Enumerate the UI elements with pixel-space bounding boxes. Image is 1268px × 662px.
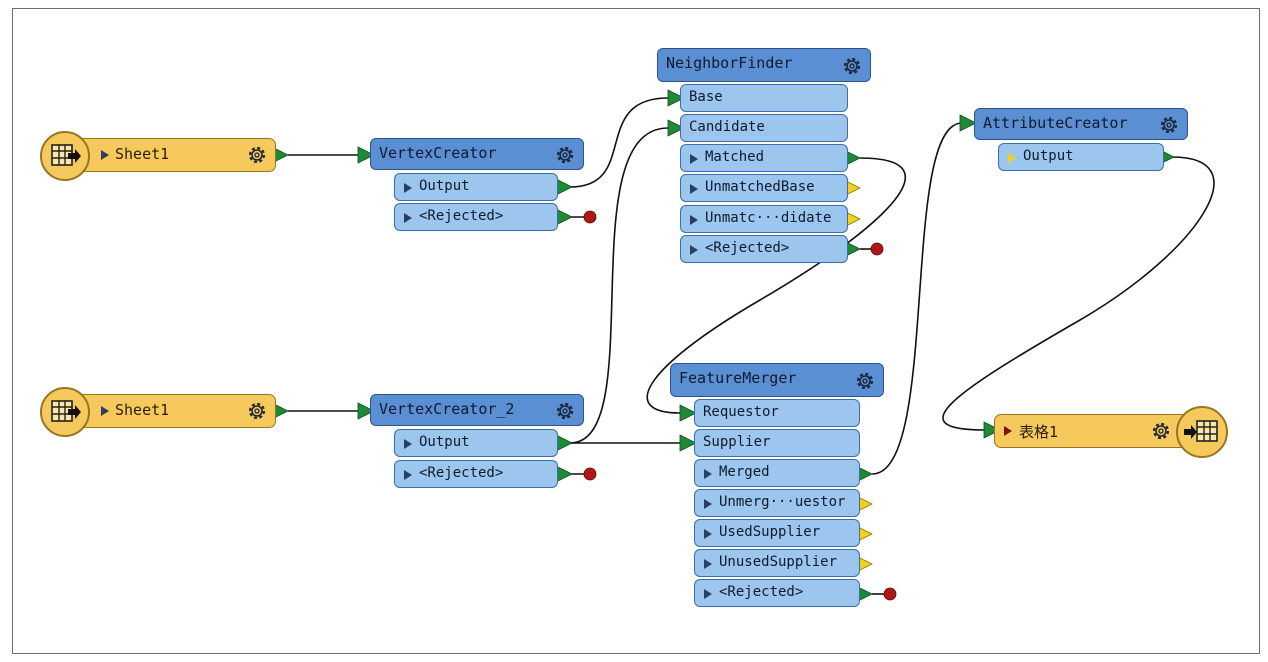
output-port[interactable]: Output — [998, 143, 1164, 171]
expand-triangle-icon[interactable] — [1008, 153, 1016, 163]
expand-triangle-icon[interactable] — [704, 529, 712, 539]
transformer-title: FeatureMerger — [679, 369, 797, 387]
port-label: Output — [419, 178, 470, 194]
expand-triangle-icon[interactable] — [704, 589, 712, 599]
output-port-rejected[interactable]: <Rejected> — [680, 235, 848, 263]
expand-triangle-icon[interactable] — [704, 499, 712, 509]
writer-biaoge1[interactable]: 表格1 — [994, 405, 1234, 459]
reader-label: Sheet1 — [115, 145, 170, 163]
writer-body[interactable]: 表格1 — [994, 414, 1204, 448]
port-label: Matched — [705, 149, 765, 165]
workspace-canvas[interactable] — [12, 8, 1260, 654]
expand-triangle-icon[interactable] — [690, 184, 698, 194]
input-port-supplier[interactable]: Supplier — [694, 429, 860, 457]
port-label: Candidate — [689, 119, 765, 135]
reader-label: Sheet1 — [115, 401, 170, 419]
input-port-base[interactable]: Base — [680, 84, 848, 112]
port-label: Base — [689, 89, 723, 105]
expand-triangle-icon[interactable] — [404, 439, 412, 449]
output-port-unmerged[interactable]: Unmerg···uestor — [694, 489, 860, 517]
gear-icon[interactable] — [853, 369, 877, 393]
port-label: Output — [1023, 148, 1074, 164]
transformer-neighborfinder[interactable]: NeighborFinder Base Candidate Matched Un… — [657, 48, 877, 268]
input-port-requestor[interactable]: Requestor — [694, 399, 860, 427]
port-label: Requestor — [703, 404, 779, 420]
expand-triangle-icon[interactable] — [690, 245, 698, 255]
port-label: <Rejected> — [419, 465, 504, 481]
table-reader-icon — [40, 387, 90, 437]
writer-label: 表格1 — [1019, 423, 1059, 441]
transformer-header[interactable]: FeatureMerger — [670, 363, 884, 397]
transformer-featuremerger[interactable]: FeatureMerger Requestor Supplier Merged … — [670, 363, 890, 613]
output-port[interactable]: Output — [394, 173, 558, 201]
transformer-vertexcreator-2[interactable]: VertexCreator_2 Output <Rejected> — [370, 394, 590, 490]
output-port-unmatchedbase[interactable]: UnmatchedBase — [680, 174, 848, 202]
output-port-matched[interactable]: Matched — [680, 144, 848, 172]
expand-triangle-icon[interactable] — [101, 406, 109, 416]
expand-triangle-icon[interactable] — [404, 470, 412, 480]
port-label: Unmerg···uestor — [719, 494, 846, 510]
transformer-header[interactable]: VertexCreator_2 — [370, 394, 584, 426]
output-port-unmatchedcandidate[interactable]: Unmatc···didate — [680, 205, 848, 233]
gear-icon[interactable] — [245, 399, 269, 423]
transformer-header[interactable]: NeighborFinder — [657, 48, 871, 82]
table-writer-icon — [1176, 406, 1228, 458]
output-port-rejected[interactable]: <Rejected> — [694, 579, 860, 607]
gear-icon[interactable] — [840, 54, 864, 78]
expand-triangle-icon[interactable] — [690, 154, 698, 164]
port-label: UnusedSupplier — [719, 554, 838, 570]
port-label: UsedSupplier — [719, 524, 821, 540]
rejected-port[interactable]: <Rejected> — [394, 460, 558, 488]
transformer-attributecreator[interactable]: AttributeCreator Output — [974, 108, 1194, 178]
transformer-header[interactable]: AttributeCreator — [974, 108, 1188, 140]
expand-triangle-icon[interactable] — [404, 213, 412, 223]
output-port-usedsupplier[interactable]: UsedSupplier — [694, 519, 860, 547]
port-label: <Rejected> — [419, 208, 504, 224]
gear-icon[interactable] — [245, 143, 269, 167]
expand-triangle-icon[interactable] — [101, 150, 109, 160]
output-port-unusedsupplier[interactable]: UnusedSupplier — [694, 549, 860, 577]
gear-icon[interactable] — [1157, 113, 1181, 137]
reader-sheet1[interactable]: Sheet1 — [40, 130, 280, 182]
output-port-merged[interactable]: Merged — [694, 459, 860, 487]
port-label: <Rejected> — [705, 240, 790, 256]
output-port[interactable]: Output — [394, 429, 558, 457]
port-label: Unmatc···didate — [705, 210, 832, 226]
transformer-title: VertexCreator_2 — [379, 400, 515, 418]
expand-triangle-icon[interactable] — [704, 469, 712, 479]
gear-icon[interactable] — [553, 399, 577, 423]
port-label: Output — [419, 434, 470, 450]
expand-triangle-icon[interactable] — [704, 559, 712, 569]
transformer-title: NeighborFinder — [666, 54, 793, 72]
gear-icon[interactable] — [1149, 419, 1173, 443]
transformer-vertexcreator[interactable]: VertexCreator Output <Rejected> — [370, 138, 590, 234]
input-port-candidate[interactable]: Candidate — [680, 114, 848, 142]
transformer-header[interactable]: VertexCreator — [370, 138, 584, 170]
port-label: Merged — [719, 464, 770, 480]
port-label: UnmatchedBase — [705, 179, 815, 195]
rejected-port[interactable]: <Rejected> — [394, 203, 558, 231]
expand-triangle-icon[interactable] — [1004, 426, 1012, 436]
reader-sheet1-2[interactable]: Sheet1 — [40, 386, 280, 438]
expand-triangle-icon[interactable] — [690, 215, 698, 225]
gear-icon[interactable] — [553, 143, 577, 167]
port-label: Supplier — [703, 434, 771, 450]
transformer-title: VertexCreator — [379, 144, 497, 162]
table-reader-icon — [40, 131, 90, 181]
expand-triangle-icon[interactable] — [404, 183, 412, 193]
transformer-title: AttributeCreator — [983, 114, 1128, 132]
reader-body[interactable]: Sheet1 — [74, 394, 276, 428]
reader-body[interactable]: Sheet1 — [74, 138, 276, 172]
port-label: <Rejected> — [719, 584, 804, 600]
